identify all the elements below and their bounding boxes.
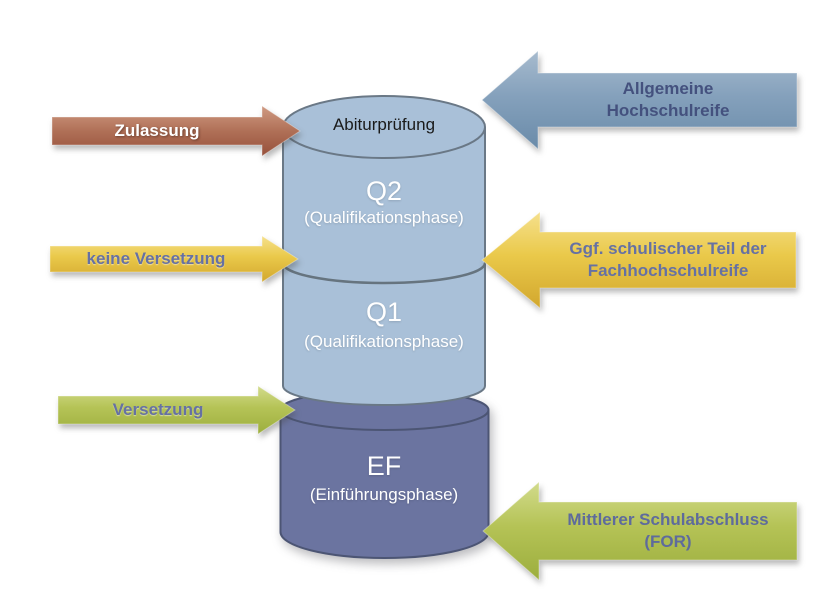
versetzung-arrow	[57, 385, 296, 435]
cylinder-q	[281, 95, 487, 406]
allgemeine-hochschulreife-arrow	[481, 49, 798, 151]
cylinder-ef	[279, 389, 490, 559]
cylinder-q-body	[283, 127, 485, 405]
cylinder-ef-body	[280, 410, 489, 558]
mittlerer-schulabschluss-arrow	[482, 480, 798, 582]
cylinder-q-outline	[282, 127, 486, 406]
zulassung-arrow	[51, 105, 301, 157]
cylinder-q-seam	[281, 262, 487, 285]
cylinder-q-top-ellipse	[282, 95, 486, 159]
fachhochschulreife-arrow	[481, 210, 797, 310]
cylinder-ef-outline	[279, 410, 490, 559]
keine-versetzung-arrow	[49, 235, 299, 283]
